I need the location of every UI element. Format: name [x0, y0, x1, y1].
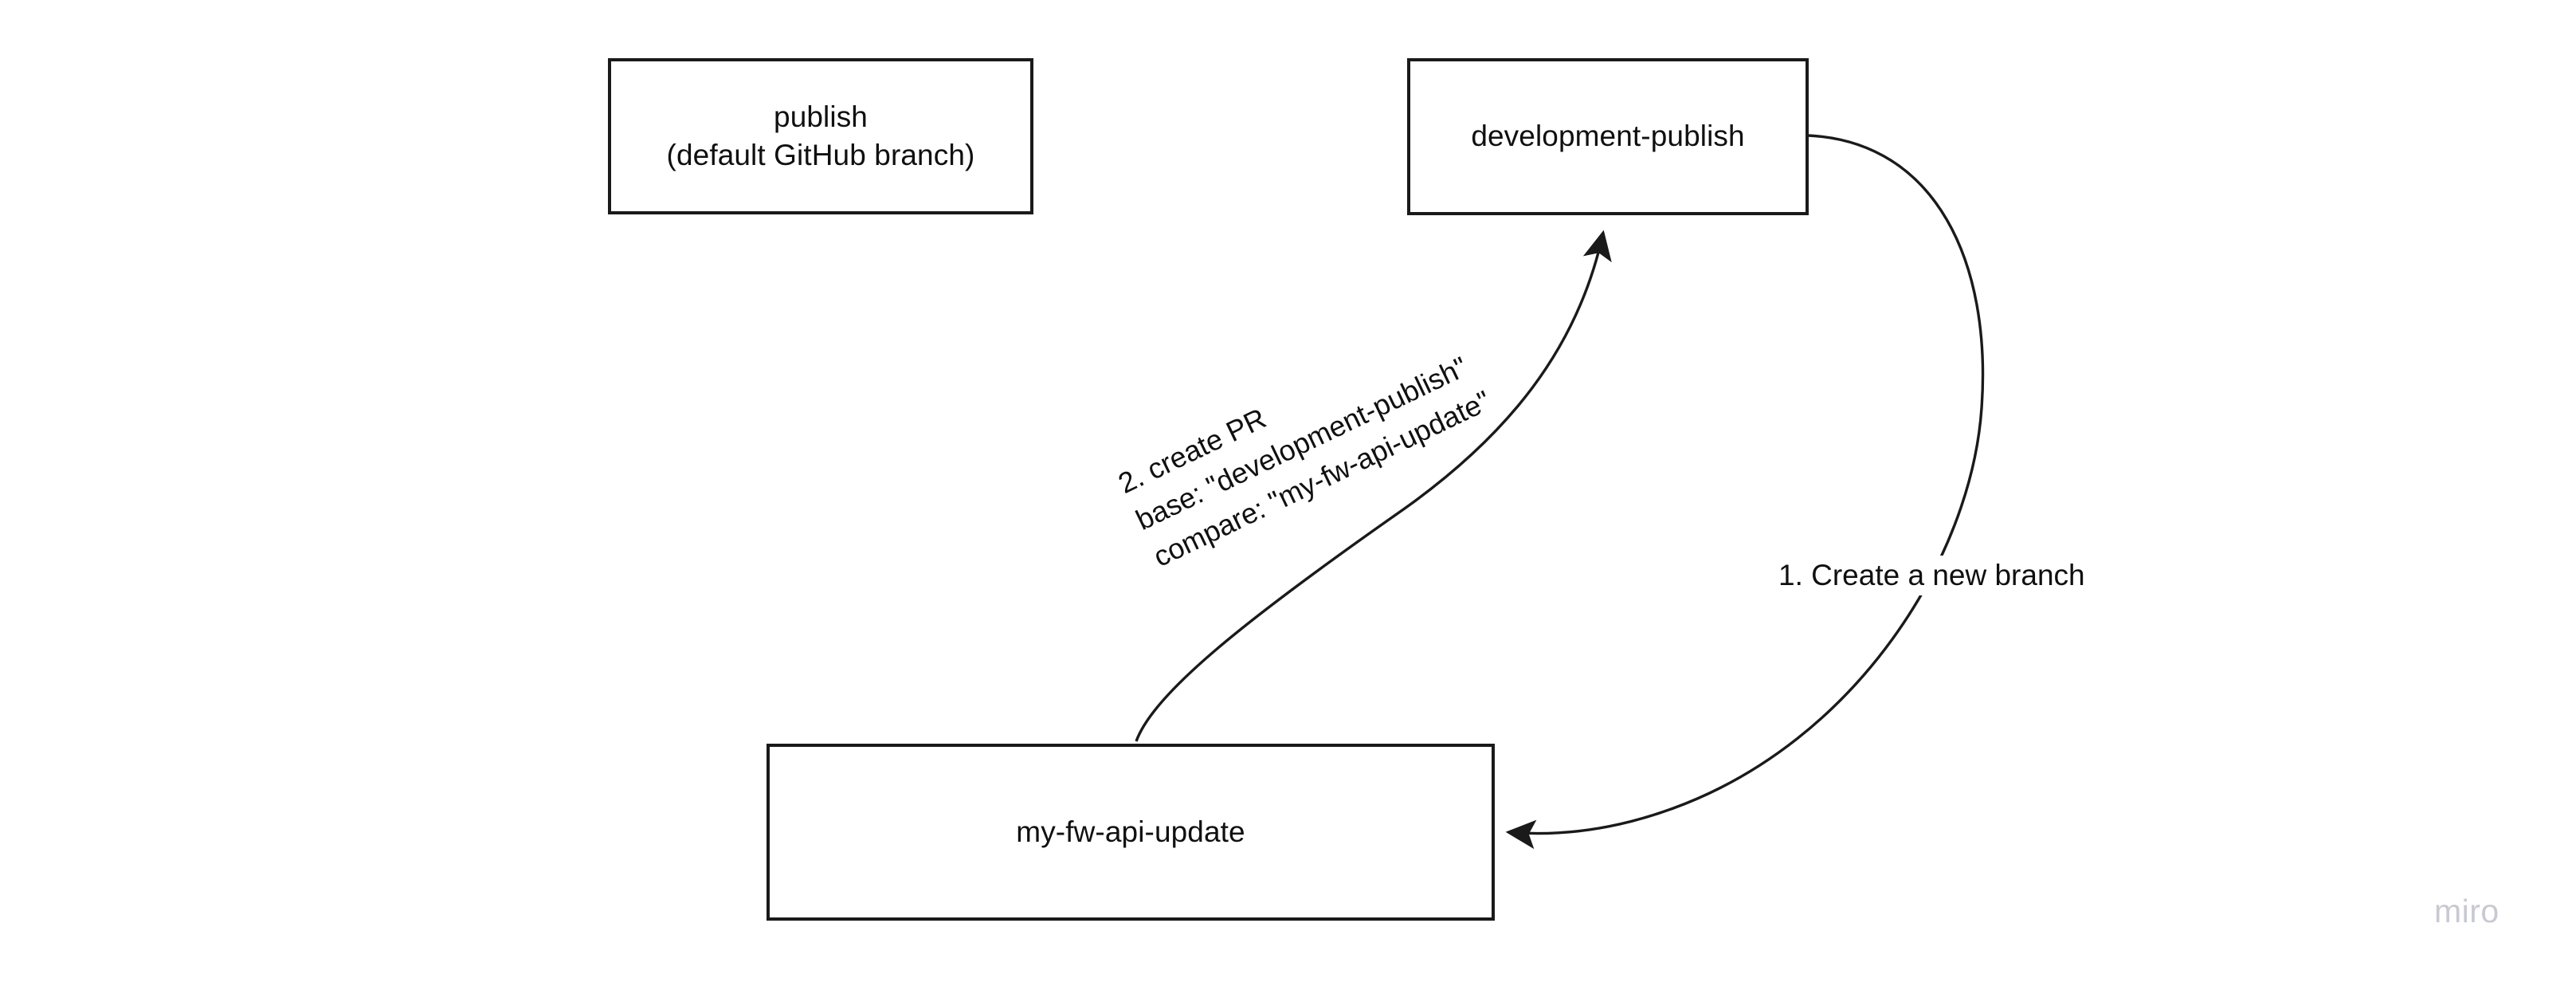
node-development-publish[interactable]: development-publish: [1407, 58, 1809, 215]
node-publish[interactable]: publish (default GitHub branch): [608, 58, 1033, 214]
edge-create-branch: [1505, 134, 1985, 850]
miro-watermark: miro: [2434, 893, 2500, 929]
node-my-fw-api-update-label: my-fw-api-update: [1016, 815, 1245, 848]
node-development-publish-label: development-publish: [1471, 120, 1745, 153]
edge-label-create-pr: 2. create PR base: "development-publish"…: [1112, 307, 1497, 577]
edge-label-create-branch: 1. Create a new branch: [1774, 556, 2090, 596]
node-my-fw-api-update[interactable]: my-fw-api-update: [767, 744, 1495, 921]
node-publish-label: publish (default GitHub branch): [666, 100, 975, 171]
